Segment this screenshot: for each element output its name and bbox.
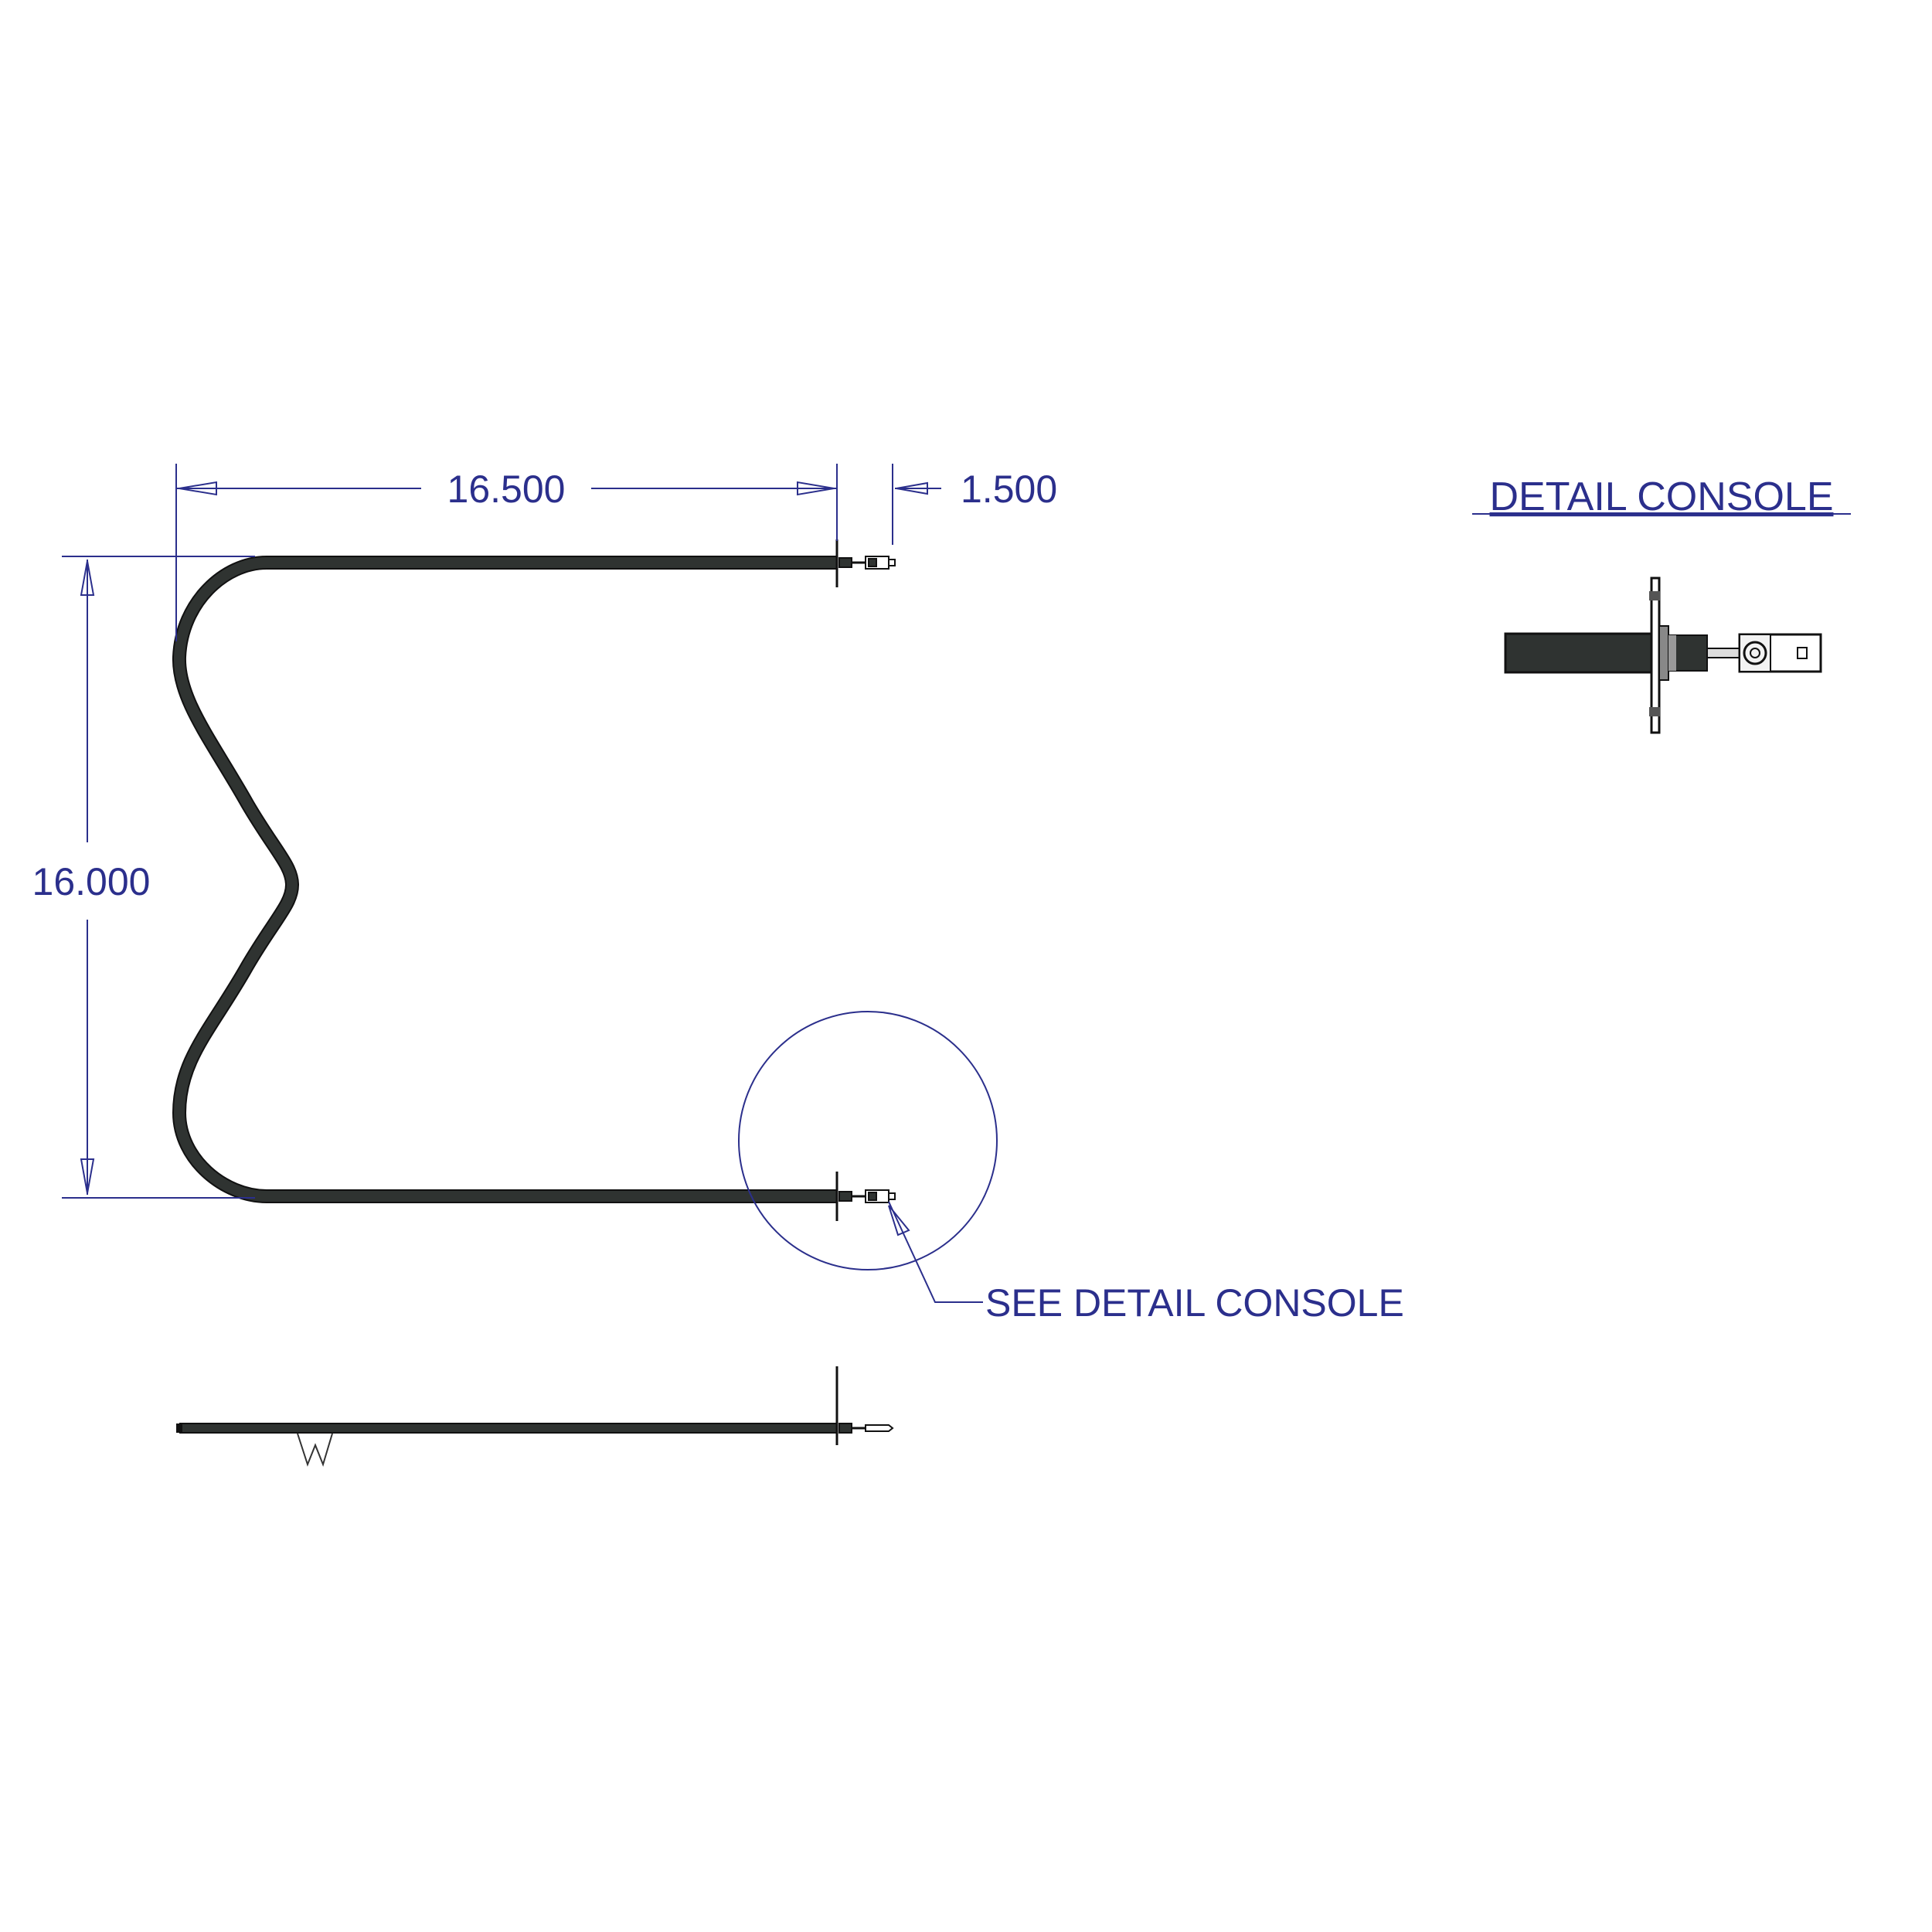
- element-tube-outline: [172, 556, 837, 1203]
- terminal-arrow: [896, 481, 928, 495]
- element-tube: [173, 557, 837, 1202]
- width-dimension-label: 16.500: [447, 468, 566, 511]
- detail-terminal-nut-icon: [1743, 641, 1767, 665]
- detail-circle: [738, 1011, 998, 1270]
- bottom-terminal: [835, 1172, 896, 1221]
- height-arrow-bottom: [80, 1158, 95, 1194]
- height-dimension-label: 16.000: [32, 860, 151, 903]
- element-side-view: [176, 1366, 894, 1468]
- callout-arrow: [888, 1205, 910, 1236]
- top-terminal: [835, 539, 896, 587]
- width-arrow-right: [797, 481, 835, 496]
- height-arrow-top: [80, 560, 95, 596]
- side-view-support-bracket: [297, 1433, 333, 1468]
- height-dimension: 16.000: [32, 556, 255, 1199]
- heating-element-top-view: [172, 539, 896, 1221]
- detail-title: DETAIL CONSOLE: [1490, 474, 1834, 519]
- width-dimension: 16.500: [175, 464, 838, 641]
- terminal-length-dimension: 1.500: [892, 464, 1057, 545]
- width-arrow-left: [179, 481, 217, 496]
- detail-tube: [1504, 632, 1655, 674]
- terminal-length-label: 1.500: [961, 468, 1057, 511]
- callout-label: SEE DETAIL CONSOLE: [985, 1281, 1404, 1325]
- detail-callout: SEE DETAIL CONSOLE: [738, 1011, 1404, 1325]
- detail-console: DETAIL CONSOLE: [1472, 474, 1851, 734]
